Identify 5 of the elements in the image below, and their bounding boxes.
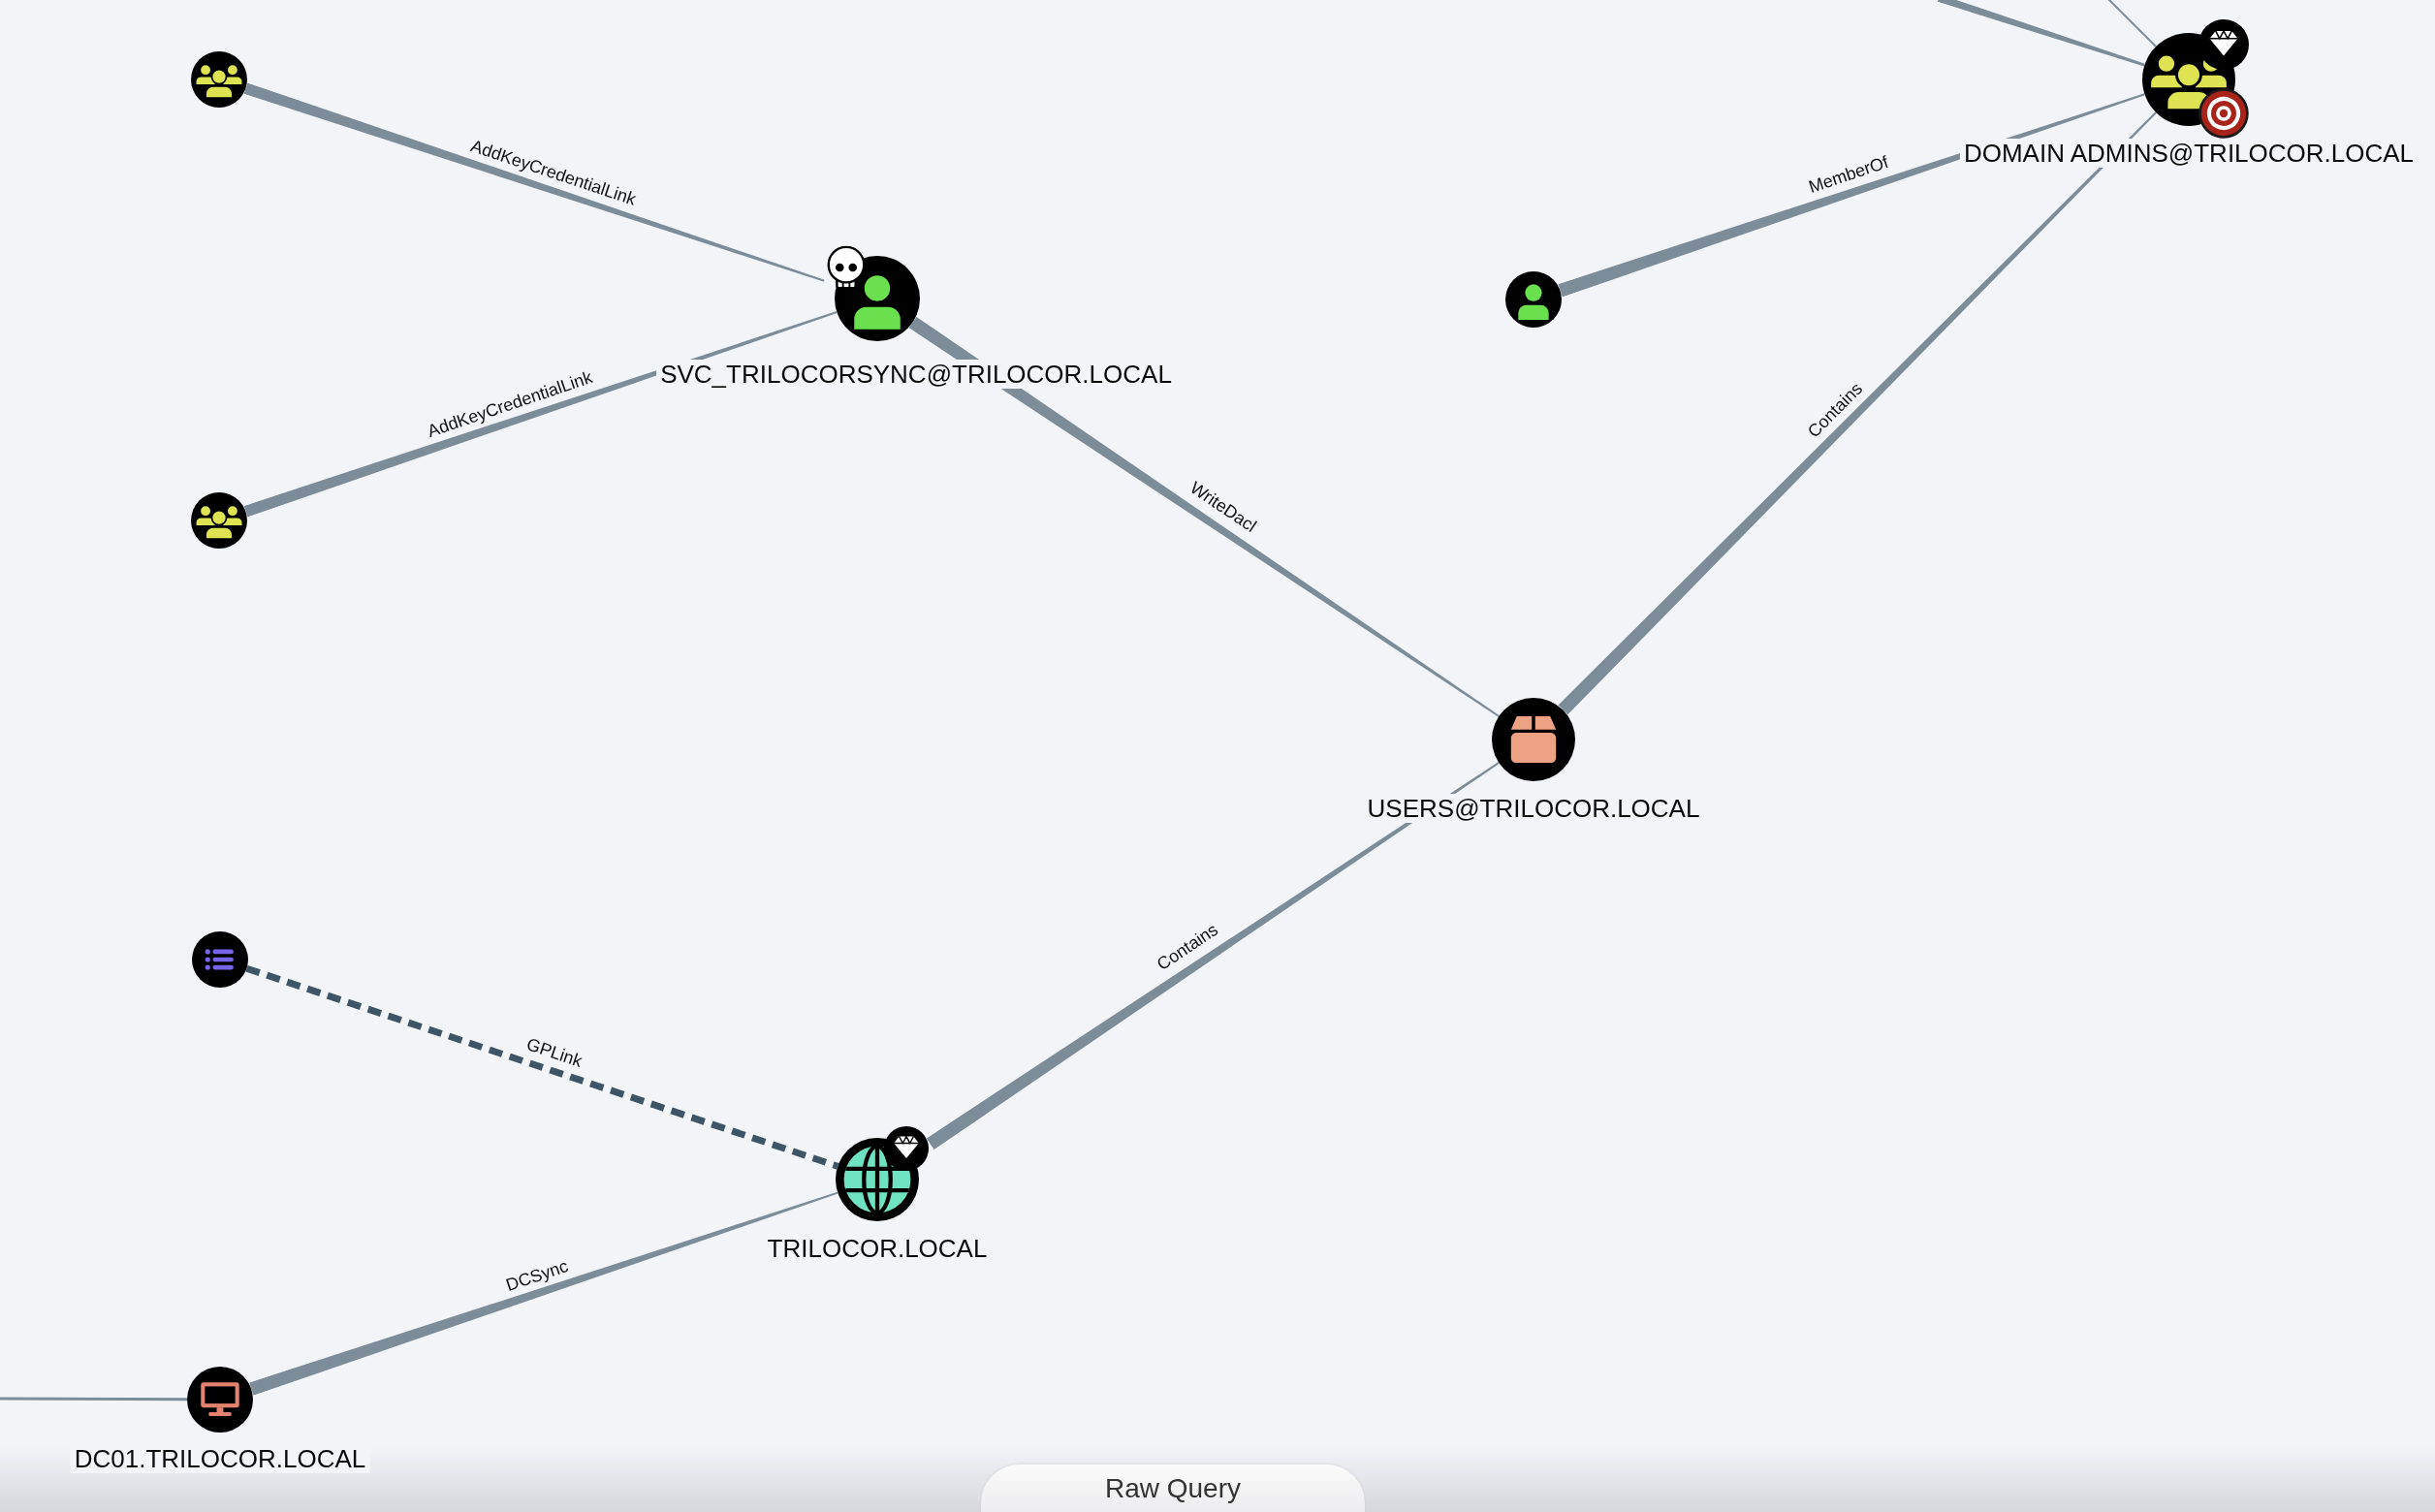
connector-line bbox=[0, 1397, 187, 1402]
dashed-connector bbox=[245, 964, 839, 1170]
raw-query-button: Raw Query bbox=[981, 1465, 1365, 1512]
connector-line bbox=[2106, 0, 2158, 48]
connector-line bbox=[1937, 0, 2146, 69]
